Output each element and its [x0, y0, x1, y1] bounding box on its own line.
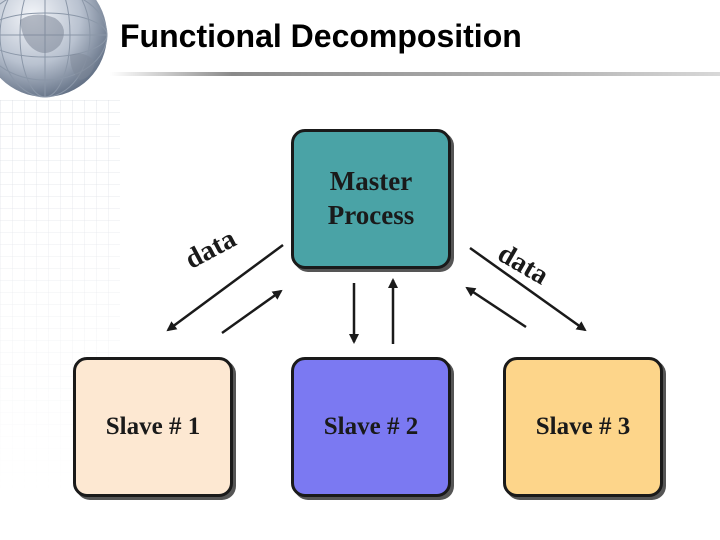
slave-2-label: Slave # 2 [323, 413, 419, 441]
slave-1-node: Slave # 1 [73, 357, 233, 497]
title-divider [110, 72, 720, 76]
master-label-line2: Process [327, 200, 415, 230]
arrow-slave1-to-master [221, 289, 283, 335]
slave-3-node: Slave # 3 [503, 357, 663, 497]
page-title: Functional Decomposition [120, 18, 522, 54]
slave-2-node: Slave # 2 [291, 357, 451, 497]
slave-3-label: Slave # 3 [535, 413, 631, 441]
edge-label-right: data [492, 238, 554, 292]
globe-icon [0, 0, 120, 120]
master-label-line1: Master [329, 166, 413, 197]
slave-1-label: Slave # 1 [105, 413, 201, 441]
arrow-slave3-to-master [465, 286, 527, 329]
edge-label-left: data [180, 223, 242, 276]
master-process-node: Master Process [291, 129, 451, 269]
